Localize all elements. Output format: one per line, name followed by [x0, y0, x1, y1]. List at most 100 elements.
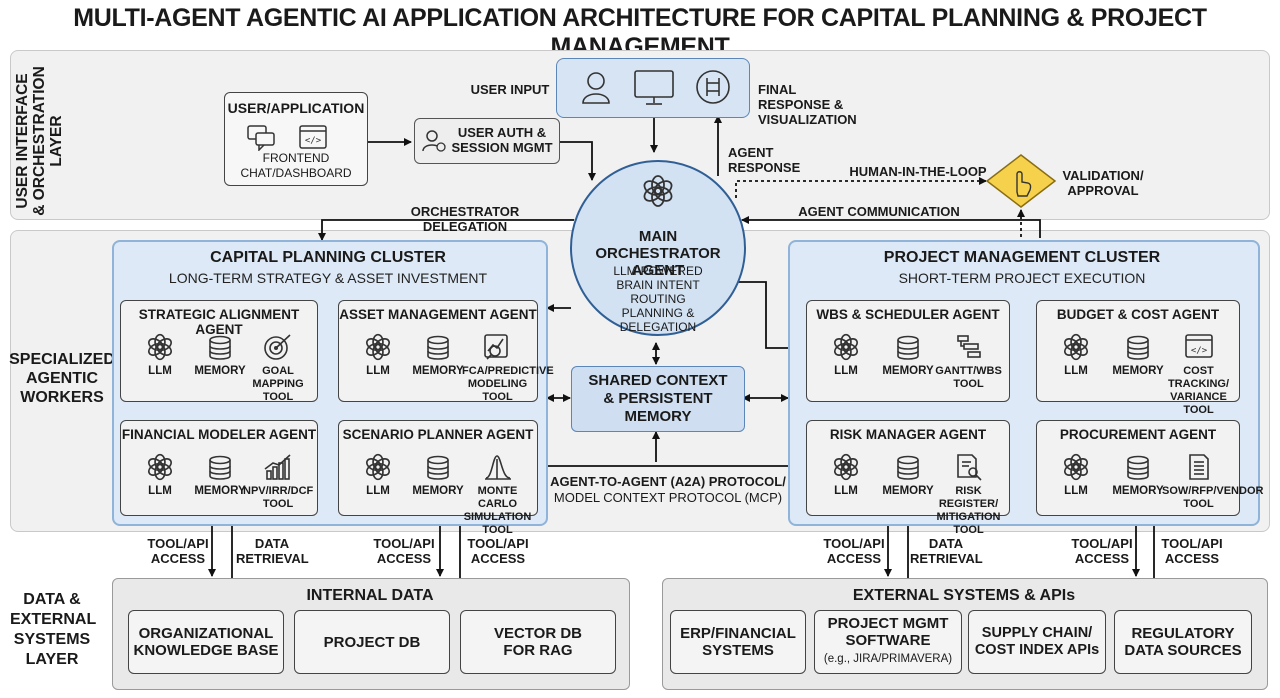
agent-name: FINANCIAL MODELER AGENT: [121, 427, 317, 442]
memory-label: MEMORY: [194, 485, 246, 497]
llm-icon: [364, 453, 392, 486]
llm-label: LLM: [366, 485, 390, 497]
supply-chain-box: SUPPLY CHAIN/ COST INDEX APIs: [968, 610, 1106, 674]
tool-label: RISK REGISTER/ MITIGATION TOOL: [936, 485, 1001, 536]
pm-cluster-subtitle: SHORT-TERM PROJECT EXECUTION: [898, 270, 1146, 286]
tool-label: NPV/IRR/DCF TOOL: [243, 485, 314, 510]
pm-software-note: (e.g., JIRA/PRIMAVERA): [823, 653, 953, 665]
llm-icon: [832, 453, 860, 486]
user-icon: [582, 72, 610, 104]
agent-name: BUDGET & COST AGENT: [1056, 307, 1220, 322]
final-response-label: FINAL RESPONSE & VISUALIZATION: [758, 82, 857, 127]
capital-cluster-subtitle: LONG-TERM STRATEGY & ASSET INVESTMENT: [168, 270, 488, 286]
memory-icon: [896, 335, 920, 366]
memory-label: MEMORY: [882, 485, 934, 497]
memory-icon: [426, 335, 450, 366]
data-retrieval-label-1: DATA RETRIEVAL: [236, 536, 309, 566]
orchestrator-description: LLM-POWERED BRAIN INTENT ROUTING PLANNIN…: [613, 264, 703, 334]
doc-search-icon: [954, 453, 984, 486]
workers-layer-label: SPECIALIZED AGENTIC WORKERS: [9, 351, 115, 406]
llm-label: LLM: [366, 365, 390, 377]
user-app-subtitle: FRONTEND CHAT/DASHBOARD: [240, 151, 352, 180]
memory-label: MEMORY: [882, 365, 934, 377]
agent-response-label: AGENT RESPONSE: [728, 145, 801, 175]
memory-icon: [208, 455, 232, 486]
regulatory-box: REGULATORY DATA SOURCES: [1114, 610, 1252, 674]
pm-software-box: PROJECT MGMT SOFTWARE (e.g., JIRA/PRIMAV…: [814, 610, 962, 674]
memory-label: MEMORY: [194, 365, 246, 377]
tool-label: GOAL MAPPING TOOL: [252, 365, 304, 403]
tool-api-access-label-6: TOOL/API ACCESS: [1161, 536, 1223, 566]
memory-icon: [1126, 455, 1150, 486]
user-application-box: USER/APPLICATION </> FRONTEND CHAT/DASHB…: [224, 92, 368, 186]
agent-communication-label: AGENT COMMUNICATION: [798, 204, 960, 219]
data-layer-label: DATA & EXTERNAL SYSTEMS LAYER: [10, 591, 97, 668]
llm-icon: [832, 333, 860, 366]
external-systems-title: EXTERNAL SYSTEMS & APIs: [852, 587, 1076, 604]
bar-trend-icon: [263, 453, 293, 486]
knowledge-base-label: ORGANIZATIONAL KNOWLEDGE BASE: [133, 625, 279, 659]
agent-name: ASSET MANAGEMENT AGENT: [339, 307, 537, 322]
project-db-box: PROJECT DB: [294, 610, 450, 674]
chat-icon: [247, 125, 275, 151]
memory-icon: [426, 455, 450, 486]
tool-api-access-label-1: TOOL/API ACCESS: [147, 536, 209, 566]
user-check-icon: [422, 130, 446, 152]
llm-icon: [1062, 333, 1090, 366]
project-db-label: PROJECT DB: [323, 633, 421, 651]
validation-diamond-icon: [985, 154, 1057, 208]
memory-label: MEMORY: [1112, 365, 1164, 377]
memory-label: MEMORY: [412, 365, 464, 377]
llm-label: LLM: [148, 485, 172, 497]
tool-api-access-label-5: TOOL/API ACCESS: [1071, 536, 1133, 566]
flow-icon: [696, 70, 730, 104]
agent-name: PROCUREMENT AGENT: [1059, 427, 1217, 442]
monitor-icon: [634, 70, 674, 105]
erp-label: ERP/FINANCIAL SYSTEMS: [680, 625, 796, 659]
knowledge-base-box: ORGANIZATIONAL KNOWLEDGE BASE: [128, 610, 284, 674]
main-orchestrator[interactable]: MAIN ORCHESTRATOR AGENT LLM-POWERED BRAI…: [570, 160, 746, 336]
validation-label: VALIDATION/ APPROVAL: [1062, 168, 1144, 198]
shared-context-memory: SHARED CONTEXT & PERSISTENT MEMORY: [571, 366, 745, 432]
tool-label: MONTE CARLO SIMULATION TOOL: [463, 485, 532, 536]
capital-cluster-title: CAPITAL PLANNING CLUSTER: [210, 249, 446, 266]
llm-label: LLM: [834, 365, 858, 377]
shared-memory-label: SHARED CONTEXT & PERSISTENT MEMORY: [588, 372, 728, 425]
agent-name: RISK MANAGER AGENT: [829, 427, 987, 442]
user-input-label: USER INPUT: [470, 82, 550, 97]
supply-chain-label: SUPPLY CHAIN/ COST INDEX APIs: [974, 625, 1100, 658]
erp-box: ERP/FINANCIAL SYSTEMS: [670, 610, 806, 674]
code-window-icon: </>: [1184, 333, 1214, 366]
data-retrieval-label-2: DATA RETRIEVAL: [910, 536, 983, 566]
tool-label: FCA/PREDICTIVE MODELING TOOL: [462, 365, 554, 403]
svg-text:</>: </>: [1191, 346, 1208, 356]
auth-label: USER AUTH & SESSION MGMT: [451, 125, 553, 155]
tool-api-access-label-3: TOOL/API ACCESS: [467, 536, 529, 566]
openai-logo-icon: [643, 175, 673, 207]
pm-software-label: PROJECT MGMT SOFTWARE: [827, 615, 949, 649]
llm-label: LLM: [1064, 485, 1088, 497]
pm-cluster-title: PROJECT MANAGEMENT CLUSTER: [883, 249, 1161, 266]
tool-label: SOW/RFP/VENDOR TOOL: [1162, 485, 1264, 510]
gantt-icon: [954, 333, 984, 366]
human-in-the-loop-label: HUMAN-IN-THE-LOOP: [849, 164, 987, 179]
memory-icon: [1126, 335, 1150, 366]
protocol-line1: AGENT-TO-AGENT (A2A) PROTOCOL/: [550, 474, 786, 489]
protocol-line2: MODEL CONTEXT PROTOCOL (MCP): [553, 490, 783, 505]
agent-name: STRATEGIC ALIGNMENT AGENT: [138, 307, 300, 337]
user-app-title: USER/APPLICATION: [227, 100, 365, 116]
llm-icon: [1062, 453, 1090, 486]
code-window-icon: </>: [299, 125, 327, 149]
tool-api-access-label-4: TOOL/API ACCESS: [823, 536, 885, 566]
auth-box: USER AUTH & SESSION MGMT: [414, 118, 560, 164]
orchestrator-delegation-label: ORCHESTRATOR DELEGATION: [410, 204, 520, 234]
tool-api-access-label-2: TOOL/API ACCESS: [373, 536, 435, 566]
